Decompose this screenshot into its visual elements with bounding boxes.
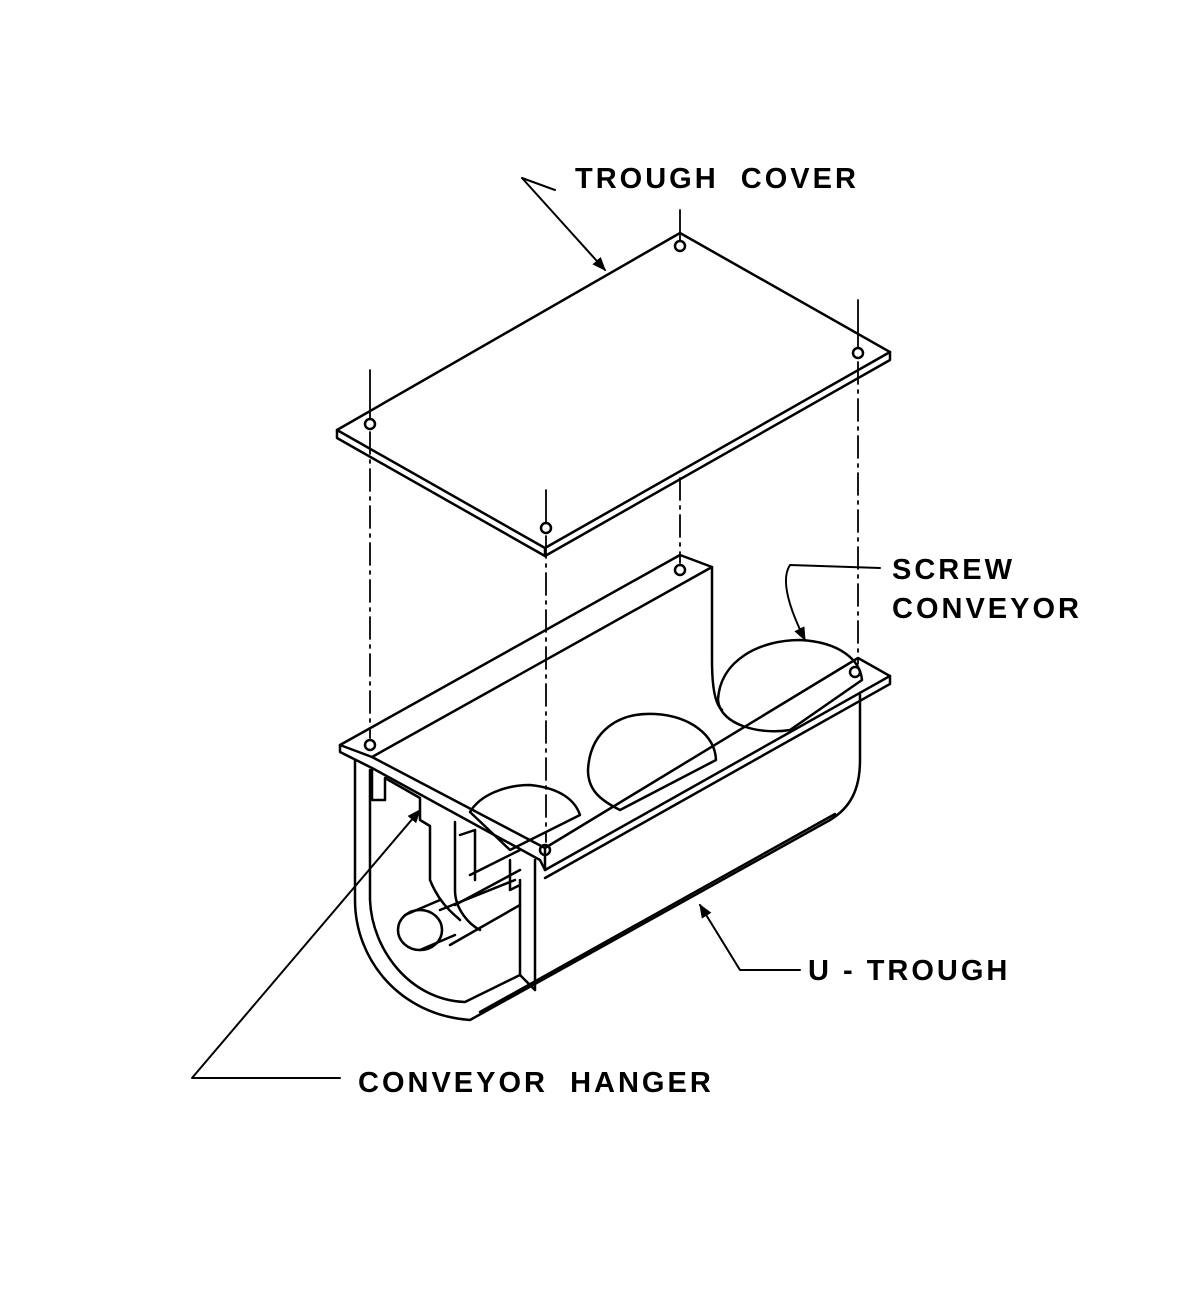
label-u-trough: U - TROUGH [808,955,1011,987]
trough-cover [335,231,892,558]
label-screw-conveyor-2: CONVEYOR [892,593,1082,625]
label-conveyor-hanger: CONVEYOR HANGER [358,1067,714,1099]
alignment-lines [369,361,859,843]
label-screw-conveyor-1: SCREW [892,554,1015,586]
conveyor-hanger [370,768,522,952]
label-trough-cover: TROUGH COVER [575,163,859,195]
u-trough [338,553,892,1022]
leader-lines [191,177,881,1079]
screw-conveyor [453,638,864,907]
